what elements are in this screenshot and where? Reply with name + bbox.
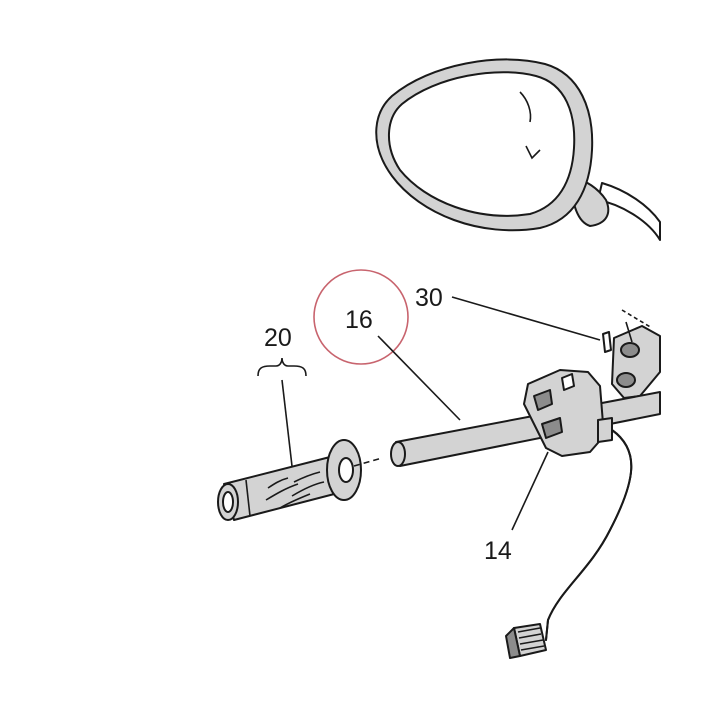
leader-line-bar [377,335,461,421]
handlebar-grip-icon [217,455,343,521]
leader-line-switch [511,451,549,531]
connector-icon [505,623,547,659]
roll-pin-icon [602,331,612,353]
leader-line-pin [451,296,601,341]
callout-grip: 20 [264,324,292,352]
grip-bracket [257,357,307,377]
assembly-axis [353,457,383,467]
callout-bar: 16 [345,306,373,334]
highlight-circle [313,269,409,365]
callout-switch: 14 [484,537,512,565]
leader-line-grip [281,379,293,467]
clamp-bracket-icon [611,309,661,399]
mirror-icon [375,58,661,241]
switch-housing-icon [523,369,613,457]
wire-harness-icon [545,429,633,641]
callout-pin: 30 [415,284,443,312]
washer-icon [326,439,362,501]
